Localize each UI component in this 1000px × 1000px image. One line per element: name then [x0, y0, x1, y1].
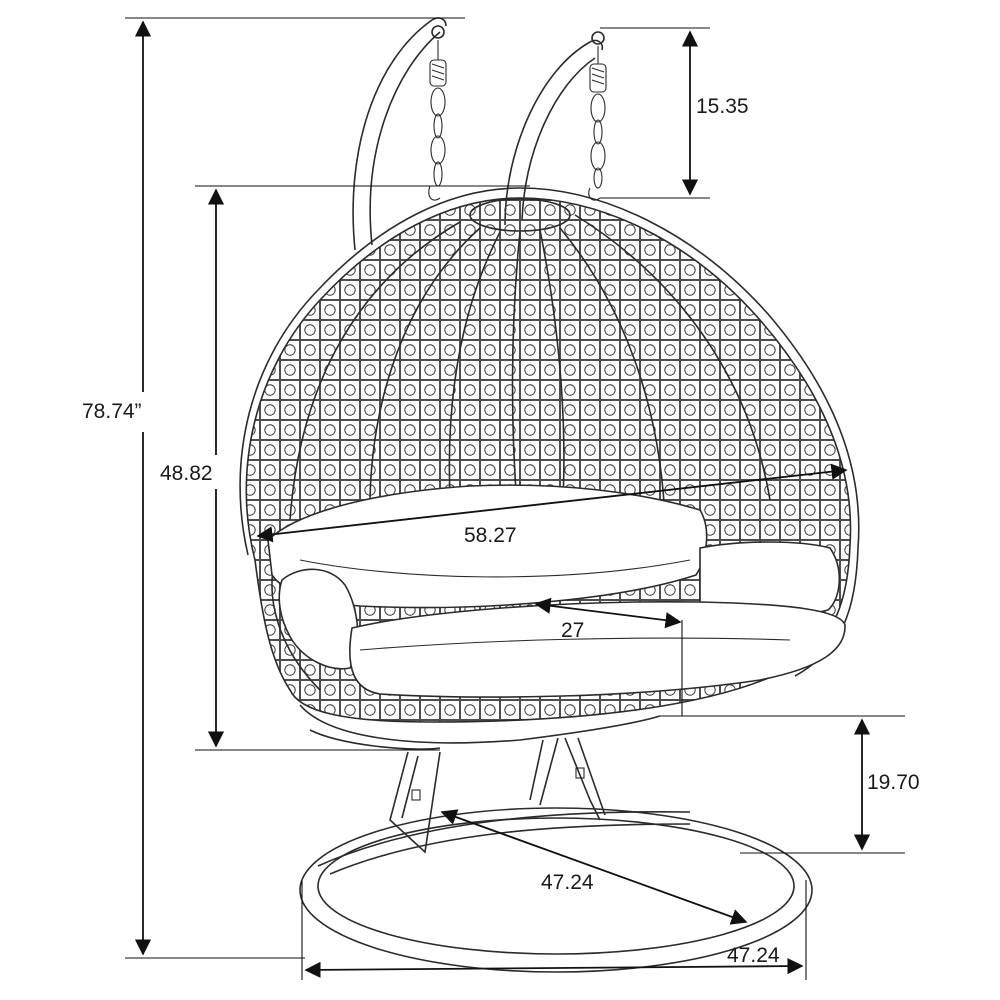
seat-height-label: 19.70 [867, 771, 920, 794]
seat-depth-label: 27 [561, 619, 584, 642]
basket-height-label: 48.82 [160, 462, 213, 485]
dimension-basket-width: 58.27 [256, 463, 848, 547]
dimension-overall-height: 78.74” [70, 17, 465, 959]
dimension-seat-height: 19.70 [660, 715, 920, 854]
dimension-basket-height: 48.82 [155, 185, 530, 751]
dimension-seat-depth: 27 [534, 597, 683, 716]
hanger-drop-label: 15.35 [696, 95, 749, 118]
stand-frame [352, 17, 605, 251]
overall-height-label: 78.74” [82, 400, 142, 423]
base-width-label: 47.24 [727, 944, 780, 967]
left-hanging-chain [428, 40, 447, 201]
dimension-hanger-drop: 15.35 [600, 27, 749, 199]
right-hanging-chain [588, 46, 607, 201]
base-depth-label: 47.24 [541, 871, 594, 894]
base [299, 737, 813, 973]
dimension-base-depth: 47.24 [440, 809, 748, 925]
basket-width-label: 58.27 [464, 524, 517, 547]
dimension-base-width: 47.24 [301, 880, 807, 980]
